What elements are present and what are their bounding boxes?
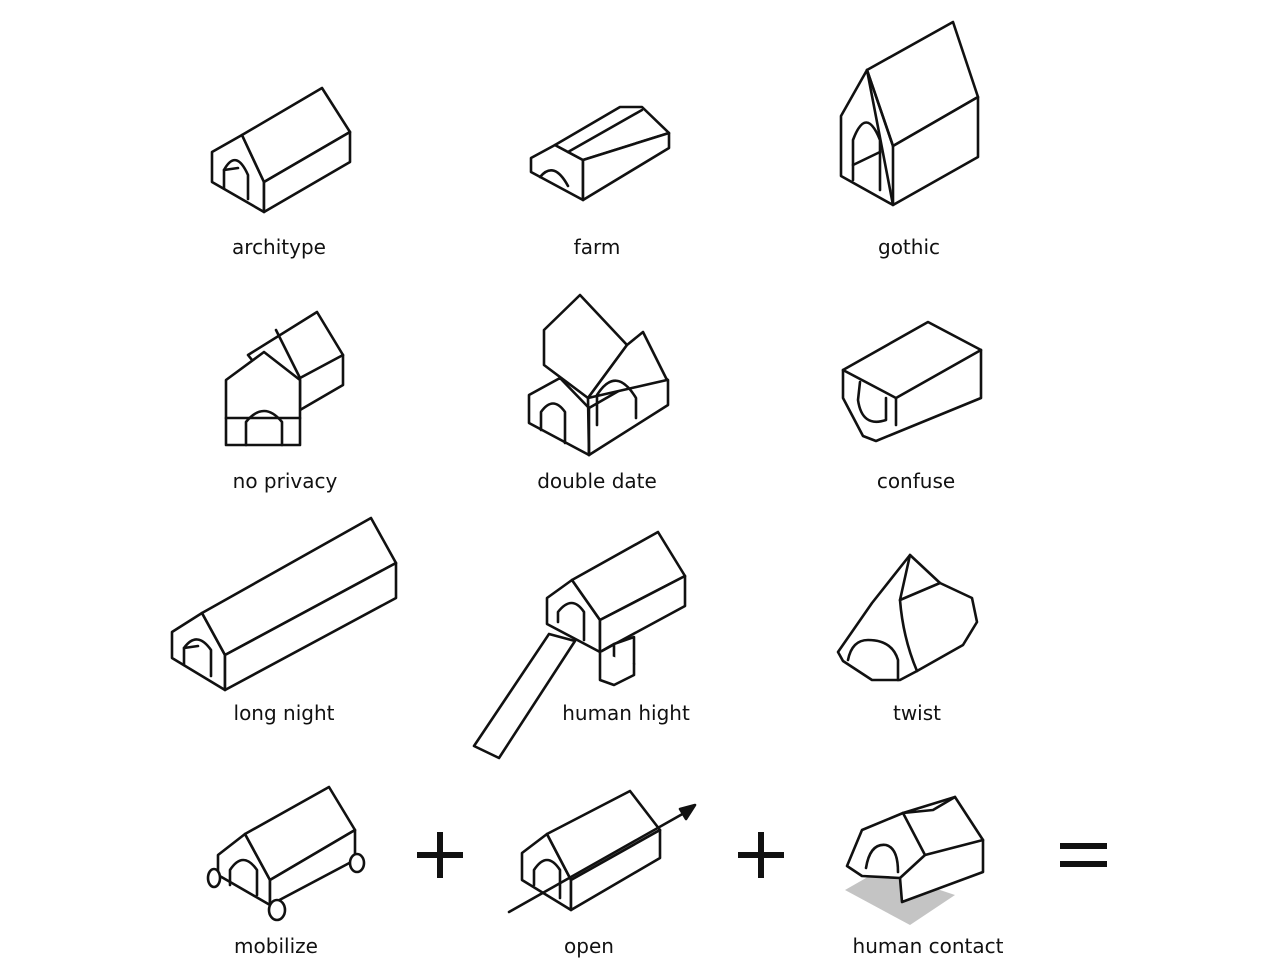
- confuse-doghouse-drawing: [841, 320, 983, 443]
- gothic-doghouse-drawing: [839, 20, 980, 207]
- long-night-doghouse-drawing: [170, 516, 398, 692]
- label-architype: architype: [232, 235, 326, 259]
- label-gothic: gothic: [877, 235, 941, 259]
- twist-doghouse-drawing: [836, 553, 979, 682]
- label-open: open: [564, 934, 614, 958]
- plus-operator-1: [417, 832, 463, 878]
- label-no-privacy: no privacy: [232, 469, 338, 493]
- farm-doghouse-drawing: [529, 105, 671, 202]
- label-long-night: long night: [233, 701, 335, 725]
- no-privacy-doghouse-drawing: [224, 310, 345, 447]
- human-hight-doghouse-drawing: [472, 530, 687, 760]
- label-confuse: confuse: [876, 469, 956, 493]
- label-double-date: double date: [537, 469, 657, 493]
- label-farm: farm: [573, 235, 621, 259]
- mobilize-doghouse-drawing: [206, 785, 366, 922]
- human-contact-doghouse-drawing: [845, 795, 985, 925]
- label-twist: twist: [892, 701, 942, 725]
- plus-operator-2: [738, 832, 784, 878]
- architype-doghouse-drawing: [210, 86, 352, 214]
- label-human-hight: human hight: [562, 701, 690, 725]
- label-human-contact: human contact: [852, 934, 1004, 958]
- open-doghouse-drawing: [507, 789, 697, 914]
- label-mobilize: mobilize: [234, 934, 318, 958]
- equals-operator: [1060, 843, 1107, 867]
- double-date-doghouse-drawing: [527, 293, 670, 457]
